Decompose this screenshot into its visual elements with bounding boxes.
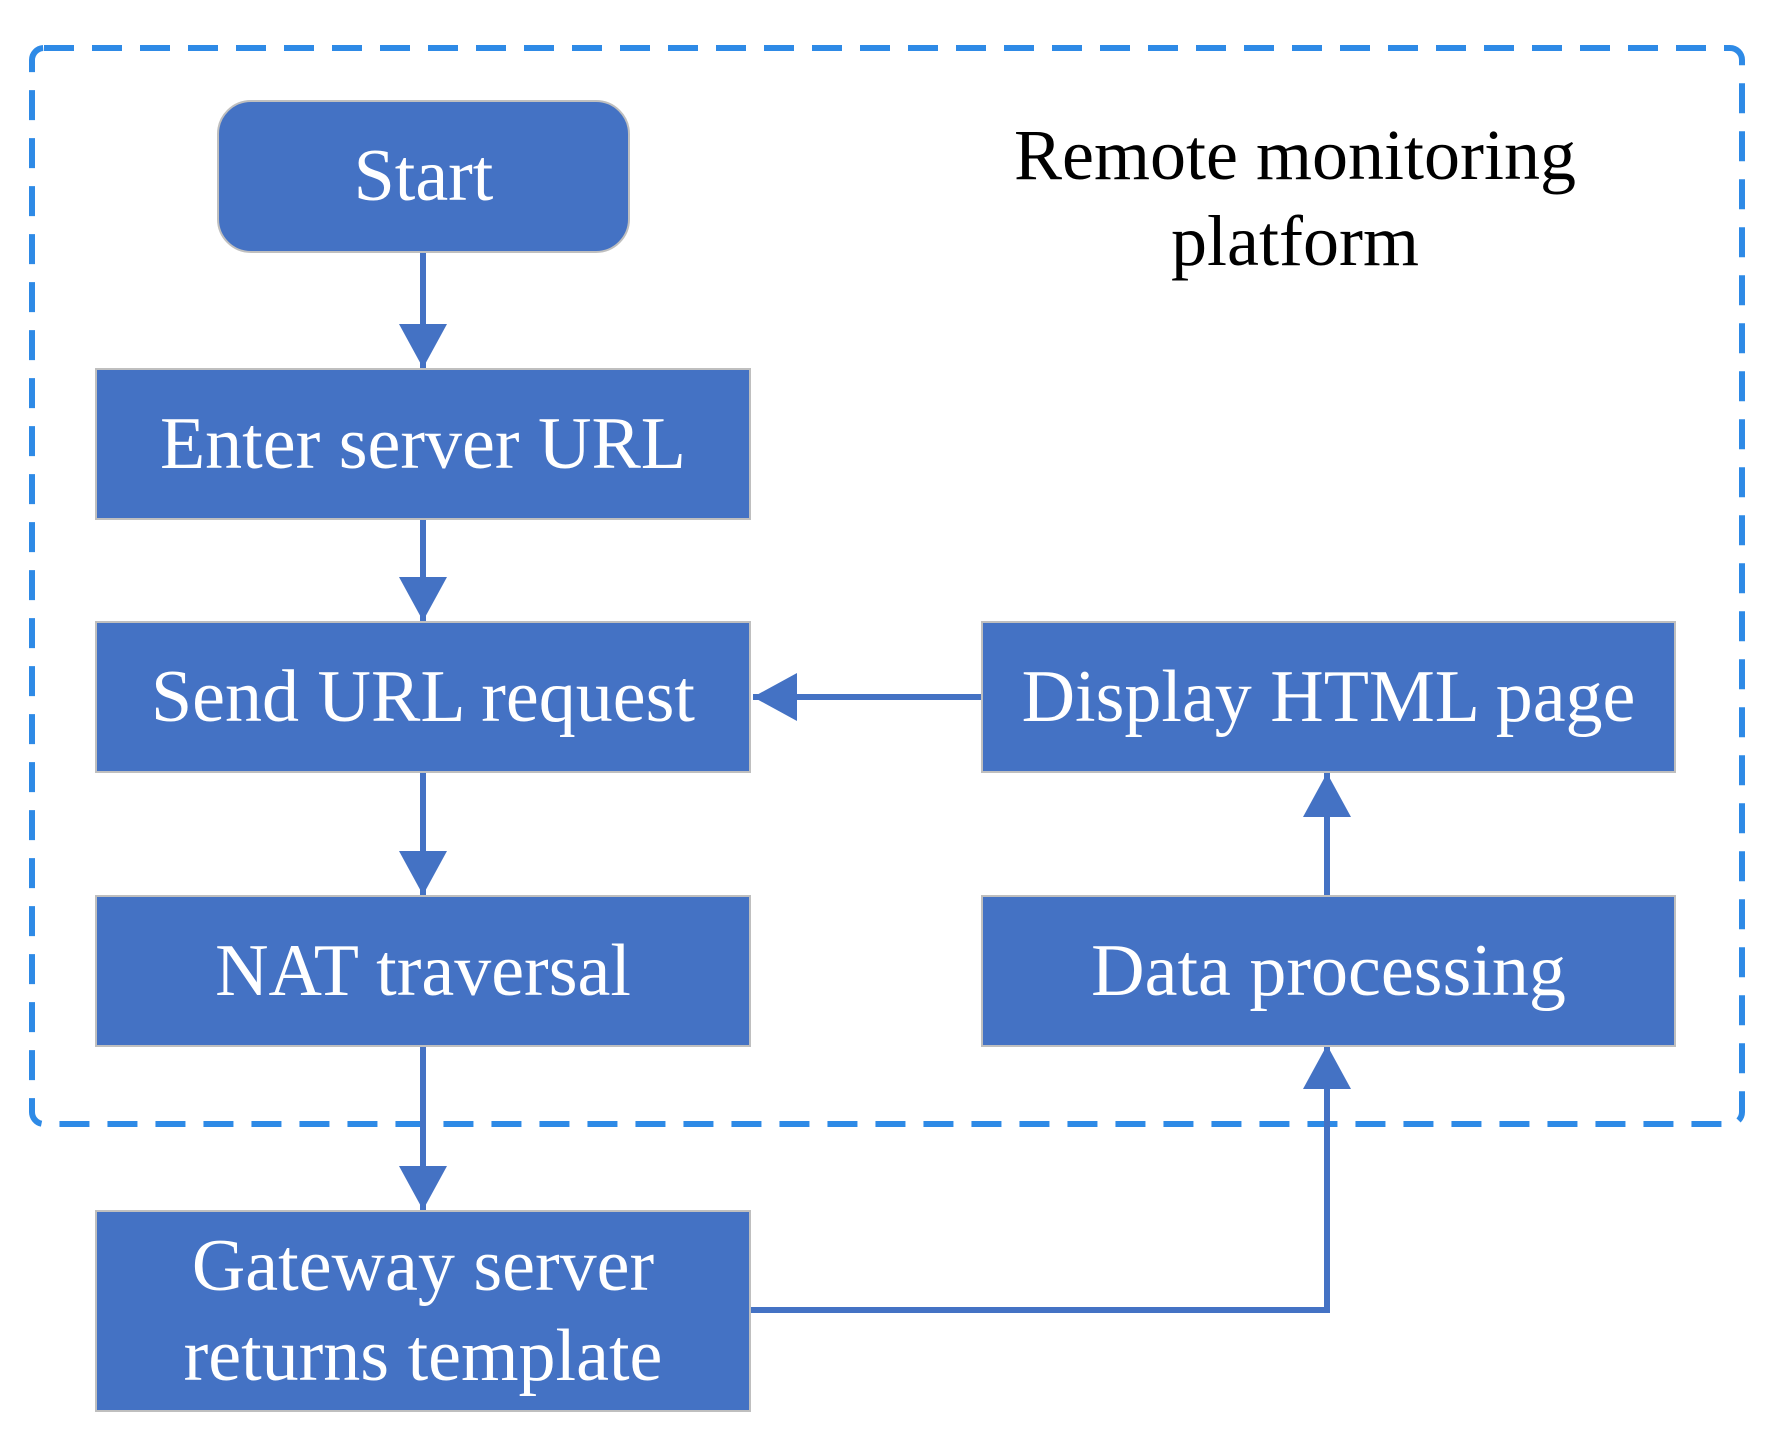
start-node: Start [217, 100, 630, 253]
enter-server-url-node: Enter server URL [95, 368, 751, 520]
edge-layer [399, 253, 1351, 1313]
display-html-page-node: Display HTML page [981, 621, 1676, 773]
gateway-server-label-line-1: Gateway server [191, 1224, 655, 1307]
gateway-server-node: Gateway server returns template [95, 1210, 751, 1412]
platform-label-line-1: Remote monitoring [1014, 115, 1576, 195]
platform-label: Remote monitoring platform [955, 112, 1635, 285]
start-node-label: Start [353, 135, 494, 218]
gateway-server-label: Gateway server returns template [184, 1221, 663, 1402]
send-url-request-node: Send URL request [95, 621, 751, 773]
send-url-request-label: Send URL request [151, 655, 695, 738]
display-html-page-label: Display HTML page [1021, 655, 1636, 738]
data-processing-node: Data processing [981, 895, 1676, 1047]
gateway-server-label-line-2: returns template [183, 1315, 663, 1397]
data-processing-label: Data processing [1091, 929, 1566, 1012]
platform-label-line-2: platform [1171, 201, 1419, 282]
enter-server-url-label: Enter server URL [159, 402, 687, 485]
platform-container [29, 45, 1745, 1127]
edge-gateway-to-data-processing [751, 1045, 1351, 1313]
nat-traversal-label: NAT traversal [215, 929, 631, 1012]
nat-traversal-node: NAT traversal [95, 895, 751, 1047]
